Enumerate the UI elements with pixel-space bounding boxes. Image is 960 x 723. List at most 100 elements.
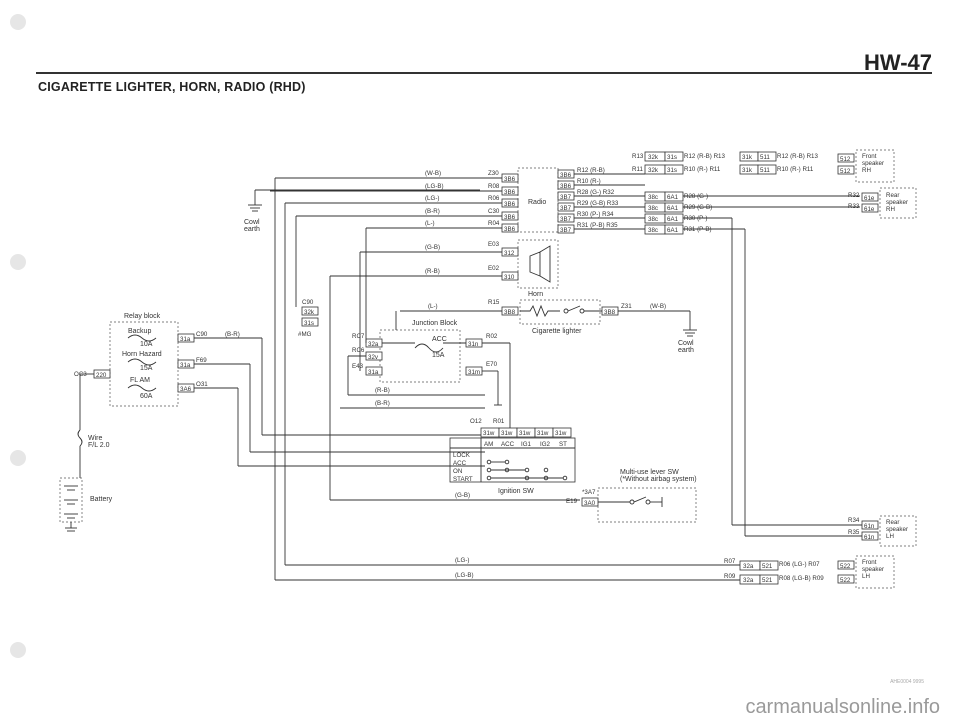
svg-text:R12 (R-B) R13: R12 (R-B) R13 bbox=[777, 153, 818, 160]
svg-text:31a: 31a bbox=[180, 362, 191, 369]
svg-text:*3A7: *3A7 bbox=[582, 489, 596, 496]
svg-text:C90: C90 bbox=[302, 299, 314, 306]
horn-hazard-fuse-label: Horn Hazard bbox=[122, 351, 162, 358]
svg-text:RC6: RC6 bbox=[352, 347, 365, 354]
radio-label: Radio bbox=[528, 199, 546, 206]
rear-speaker-rh bbox=[879, 187, 917, 219]
svg-text:R31 (P-B): R31 (P-B) bbox=[684, 226, 712, 233]
label-line-1: Cowl bbox=[244, 219, 260, 226]
svg-text:(W-B): (W-B) bbox=[425, 170, 441, 177]
label-line-2: speaker bbox=[862, 566, 884, 573]
svg-text:220: 220 bbox=[96, 372, 107, 379]
svg-text:R11: R11 bbox=[632, 166, 643, 173]
svg-text:3B6: 3B6 bbox=[504, 176, 516, 183]
multi-use-lever-label: Multi-use lever SW(*Without airbag syste… bbox=[620, 469, 697, 483]
svg-text:R31 (P-B) R35: R31 (P-B) R35 bbox=[577, 222, 618, 229]
svg-text:R29 (G-B): R29 (G-B) bbox=[684, 204, 712, 211]
svg-text:3B7: 3B7 bbox=[560, 194, 572, 201]
svg-text:R12 (R-B): R12 (R-B) bbox=[577, 167, 605, 174]
backup-fuse-label: Backup bbox=[128, 328, 151, 335]
ign-header-ig2: IG2 bbox=[540, 441, 551, 448]
page-number: HW-47 bbox=[863, 50, 932, 75]
svg-text:61e: 61e bbox=[864, 195, 875, 202]
cigarette-lighter-box bbox=[519, 299, 601, 325]
svg-text:512: 512 bbox=[840, 168, 851, 175]
svg-text:R28 (G-): R28 (G-) bbox=[684, 193, 708, 200]
header-rule bbox=[36, 72, 932, 74]
radio-left-wires: (W-B)Z30 (LG-B)R08 (LG-)R06 (B-R)C30 (L-… bbox=[270, 170, 502, 229]
svg-text:31a: 31a bbox=[368, 369, 379, 376]
svg-text:O12: O12 bbox=[470, 418, 482, 425]
svg-text:61e: 61e bbox=[864, 206, 875, 213]
svg-text:32k: 32k bbox=[648, 154, 659, 161]
svg-text:3B6: 3B6 bbox=[560, 183, 572, 190]
svg-text:3B6: 3B6 bbox=[504, 214, 516, 221]
svg-text:6A1: 6A1 bbox=[667, 227, 679, 234]
svg-text:521: 521 bbox=[762, 577, 773, 584]
svg-text:R30 (P-) R34: R30 (P-) R34 bbox=[577, 211, 614, 218]
ign-header-ig1: IG1 bbox=[521, 441, 532, 448]
front-lh-connectors: R07 32a 521 R06 (LG-) R07 522 R09 32a 52… bbox=[724, 558, 855, 585]
svg-text:3B7: 3B7 bbox=[560, 227, 572, 234]
svg-text:32k: 32k bbox=[304, 309, 315, 316]
junction-block-label: Junction Block bbox=[412, 320, 458, 327]
front-speaker-lh bbox=[855, 555, 895, 589]
label-line-3: LH bbox=[862, 573, 870, 580]
acc-fuse-rating: 15A bbox=[432, 352, 445, 359]
svg-text:R01: R01 bbox=[493, 418, 505, 425]
svg-text:3B6: 3B6 bbox=[504, 201, 516, 208]
svg-text:38c: 38c bbox=[648, 205, 658, 212]
svg-text:R33: R33 bbox=[848, 203, 860, 210]
svg-text:31w: 31w bbox=[555, 430, 567, 437]
label-line-2: speaker bbox=[886, 199, 908, 206]
svg-text:R30 (P-): R30 (P-) bbox=[684, 215, 707, 222]
svg-text:R10 (R-) R11: R10 (R-) R11 bbox=[684, 166, 721, 173]
svg-text:Z31: Z31 bbox=[621, 303, 632, 310]
svg-text:(B-R): (B-R) bbox=[425, 208, 440, 215]
svg-text:(L-): (L-) bbox=[428, 303, 438, 310]
svg-text:3A6: 3A6 bbox=[180, 386, 192, 393]
svg-text:R07: R07 bbox=[724, 558, 736, 565]
radio-left-connectors: 3B6 3B6 3B6 3B6 3B6 bbox=[501, 173, 519, 233]
front-speaker-rh bbox=[855, 149, 895, 183]
label-line-3: RH bbox=[862, 167, 871, 174]
svg-text:31k: 31k bbox=[742, 154, 753, 161]
svg-text:(LG-B): (LG-B) bbox=[425, 183, 444, 190]
svg-text:R06: R06 bbox=[488, 195, 500, 202]
svg-text:31s: 31s bbox=[667, 154, 677, 161]
svg-text:31w: 31w bbox=[537, 430, 549, 437]
watermark: carmanualsonline.info bbox=[745, 696, 940, 718]
ign-row-on: ON bbox=[453, 468, 462, 475]
label-line-2: earth bbox=[244, 226, 260, 233]
svg-text:31w: 31w bbox=[519, 430, 531, 437]
svg-text:E19: E19 bbox=[566, 498, 578, 505]
svg-text:521: 521 bbox=[762, 563, 773, 570]
svg-text:E70: E70 bbox=[486, 361, 498, 368]
ign-header-acc: ACC bbox=[501, 441, 515, 448]
svg-text:3B8: 3B8 bbox=[504, 309, 516, 316]
horn-hazard-fuse-rating: 15A bbox=[140, 365, 153, 372]
svg-text:R34: R34 bbox=[848, 517, 860, 524]
label-line-1: Cowl bbox=[678, 340, 694, 347]
svg-text:31a: 31a bbox=[180, 336, 191, 343]
ign-row-start: START bbox=[453, 476, 473, 483]
svg-text:6A1: 6A1 bbox=[667, 216, 679, 223]
label-line-2: (*Without airbag system) bbox=[620, 476, 697, 483]
svg-text:R15: R15 bbox=[488, 299, 500, 306]
svg-text:C30: C30 bbox=[488, 208, 500, 215]
svg-text:R28 (G-) R32: R28 (G-) R32 bbox=[577, 189, 615, 196]
ign-row-acc: ACC bbox=[453, 460, 467, 467]
radio-right-wires: R12 (R-B) R10 (R-) R28 (G-) R32 R29 (G-B… bbox=[574, 167, 645, 230]
svg-text:(R-B): (R-B) bbox=[425, 268, 440, 275]
svg-text:522: 522 bbox=[840, 563, 851, 570]
label-line-2: speaker bbox=[862, 160, 884, 167]
fl-am-fuse-label: FL AM bbox=[130, 377, 150, 384]
svg-text:E43: E43 bbox=[352, 363, 364, 370]
svg-text:3B8: 3B8 bbox=[604, 309, 616, 316]
svg-text:3B7: 3B7 bbox=[560, 216, 572, 223]
svg-text:31m: 31m bbox=[468, 369, 480, 376]
label-line-1: Rear bbox=[886, 192, 899, 199]
ignition-sw-label: Ignition SW bbox=[498, 488, 534, 495]
figure-code: AHE0004 9995 bbox=[890, 679, 924, 685]
